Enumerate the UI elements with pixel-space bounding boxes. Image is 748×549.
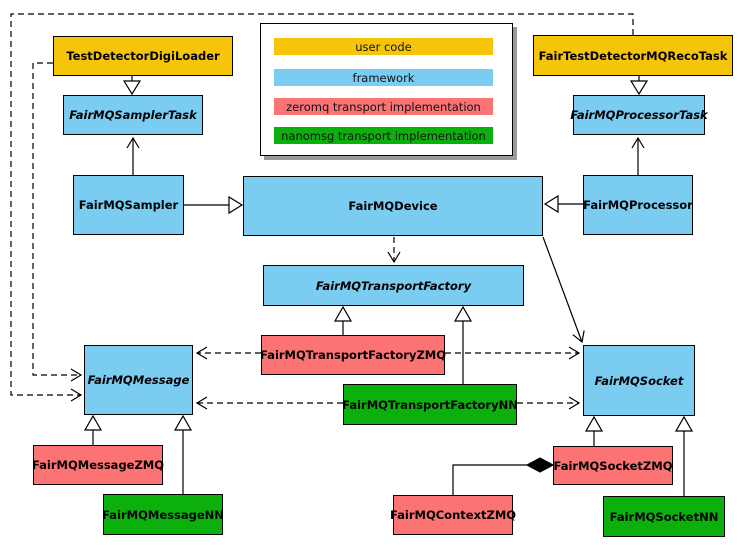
edge-contextzmq-socketzmq: [452, 457, 555, 495]
edge-recotask-processortask: [629, 76, 649, 96]
node-fairmq-sampler-task: FairMQSamplerTask: [63, 95, 203, 135]
node-fairmq-context-zmq: FairMQContextZMQ: [390, 495, 516, 535]
node-fairmq-processor: FairMQProcessor: [583, 175, 693, 235]
node-fairmq-processor-task: FairMQProcessorTask: [570, 95, 708, 135]
node-fairmq-socket: FairMQSocket: [583, 345, 695, 416]
edge-sampler-device: [184, 195, 244, 215]
legend: user code framework zeromq transport imp…: [260, 23, 513, 156]
edge-factoryzmq-factory: [333, 305, 353, 335]
node-fairmq-message-nn: FairMQMessageNN: [102, 494, 224, 535]
node-test-detector-digi-loader: TestDetectorDigiLoader: [53, 36, 233, 76]
node-fairmq-message: FairMQMessage: [84, 345, 193, 415]
legend-user-code: user code: [274, 38, 493, 55]
legend-framework: framework: [274, 69, 493, 86]
edge-socketzmq-socket: [584, 415, 604, 446]
node-fairmq-sampler: FairMQSampler: [73, 175, 184, 235]
node-fairmq-transport-factory-zmq: FairMQTransportFactoryZMQ: [260, 335, 446, 375]
edge-device-socket: [542, 236, 585, 344]
node-fairmq-transport-factory-nn: FairMQTransportFactoryNN: [342, 384, 518, 425]
edge-digiloader-message: [32, 62, 83, 382]
edge-messagenn-message: [173, 414, 193, 494]
node-fairmq-socket-nn: FairMQSocketNN: [603, 496, 725, 537]
edge-factorynn-factory: [453, 305, 473, 384]
legend-zeromq: zeromq transport implementation: [274, 98, 493, 115]
edge-socketnn-socket: [674, 415, 694, 496]
edge-recotask-message: [10, 13, 634, 402]
node-fair-test-detector-mq-reco-task: FairTestDetectorMQRecoTask: [533, 35, 733, 76]
edge-processor-device: [543, 194, 583, 214]
edge-digiloader-samplertask: [122, 76, 142, 96]
node-fairmq-message-zmq: FairMQMessageZMQ: [32, 445, 164, 485]
legend-nanomsg: nanomsg transport implementation: [274, 127, 493, 144]
node-fairmq-socket-zmq: FairMQSocketZMQ: [553, 446, 673, 485]
node-fairmq-transport-factory: FairMQTransportFactory: [263, 265, 524, 306]
edge-messagezmq-message: [83, 414, 103, 445]
node-fairmq-device: FairMQDevice: [243, 176, 543, 236]
